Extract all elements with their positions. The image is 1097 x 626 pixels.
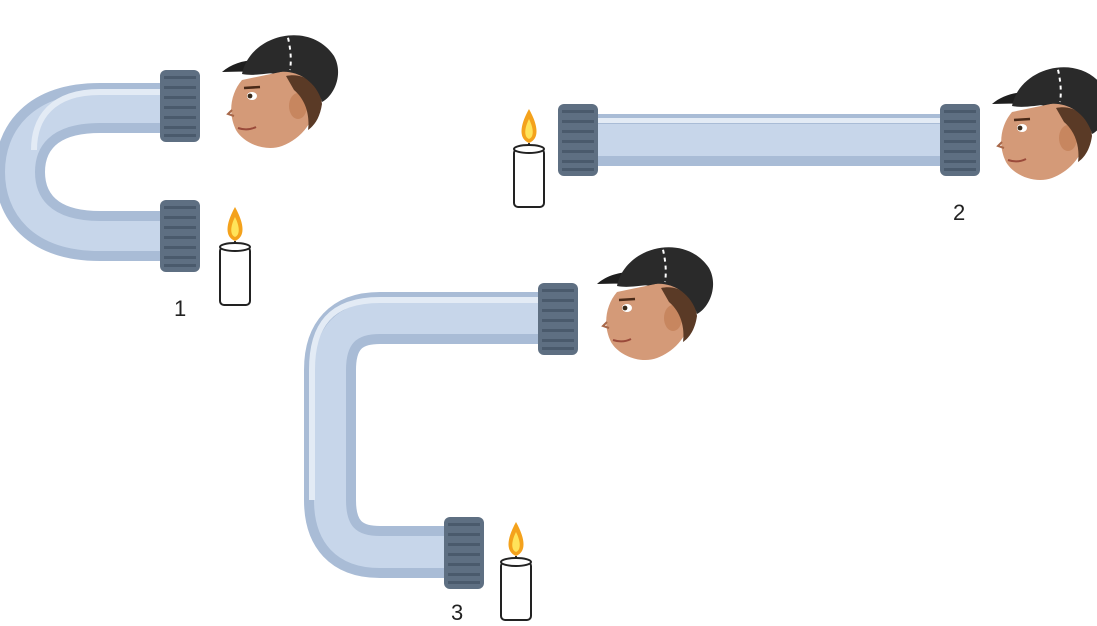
setup-2: 2 xyxy=(514,62,1097,225)
l-pipe xyxy=(330,318,545,552)
setup-3: 3 xyxy=(312,242,713,625)
coupling-bottom xyxy=(444,517,484,589)
coupling-left xyxy=(558,104,598,176)
setup-1-label: 1 xyxy=(174,296,186,321)
coupling-right xyxy=(940,104,980,176)
coupling-top xyxy=(538,283,578,355)
boy-head-icon xyxy=(597,242,713,360)
candle-icon xyxy=(514,109,544,207)
setup-3-label: 3 xyxy=(451,600,463,625)
setup-1: 1 xyxy=(20,30,338,321)
candle-icon xyxy=(501,522,531,620)
coupling-bottom xyxy=(160,200,200,272)
coupling-top xyxy=(160,70,200,142)
candle-icon xyxy=(220,207,250,305)
boy-head-icon xyxy=(992,62,1097,180)
setup-2-label: 2 xyxy=(953,200,965,225)
boy-head-icon xyxy=(222,30,338,148)
